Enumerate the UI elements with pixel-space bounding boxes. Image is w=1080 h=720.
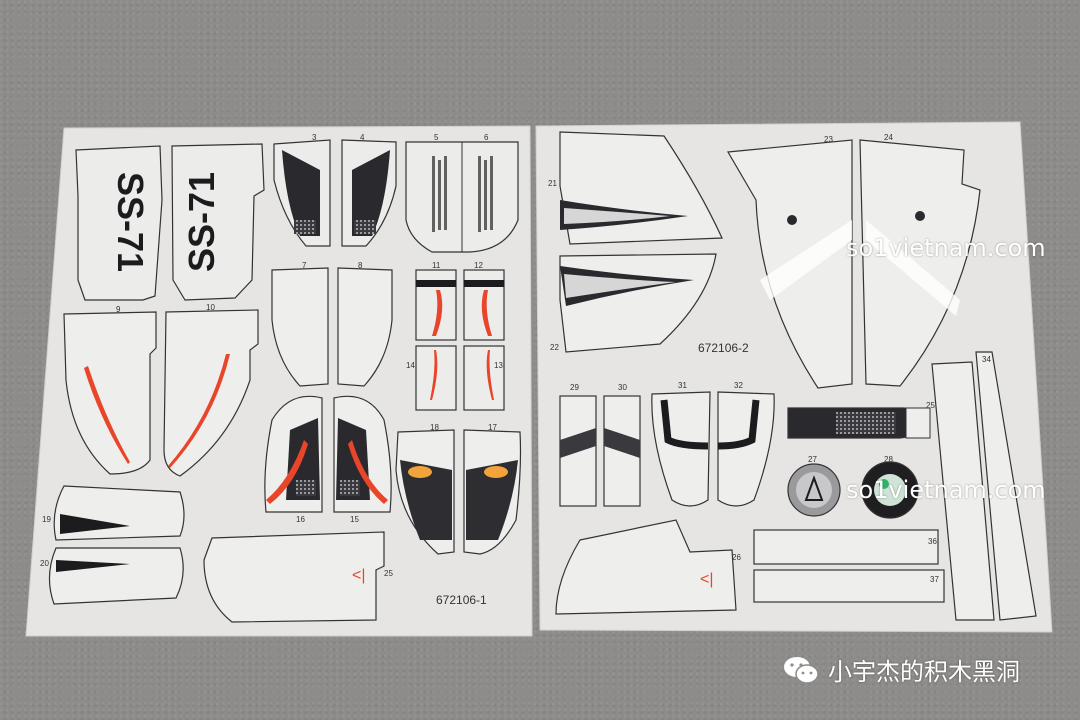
decal-27-dial: [787, 463, 841, 517]
decal-35: [975, 351, 1037, 621]
svg-text:28: 28: [884, 455, 893, 464]
decal-ss71-text-2: SS-71: [181, 172, 222, 272]
svg-text:20: 20: [40, 559, 49, 568]
svg-text:32: 32: [734, 381, 743, 390]
part-numbers-right: 21 22 23 24 25 26 27 28 29 30 31 32 34 3…: [548, 133, 991, 584]
sheet-code-left: 672106-1: [436, 593, 487, 607]
svg-text:15: 15: [350, 515, 359, 524]
decal-24: [859, 139, 981, 387]
part-numbers-left: 3 4 5 6 7 8 9 10 11 12 13 14 15 16 17 18…: [40, 133, 503, 578]
svg-text:23: 23: [824, 135, 833, 144]
svg-text:25: 25: [926, 401, 935, 410]
decal-29-30: [559, 395, 641, 507]
sheet-code-right: 672106-2: [698, 341, 749, 355]
svg-text:11: 11: [432, 261, 441, 270]
svg-text:24: 24: [884, 133, 893, 142]
watermark-top: so1vietnam.com: [846, 234, 1046, 262]
decal-32: [717, 391, 775, 507]
svg-text:16: 16: [296, 515, 305, 524]
svg-text:10: 10: [206, 303, 215, 312]
svg-text:36: 36: [928, 537, 937, 546]
brand-label: 小宇杰的积木黑洞: [828, 658, 1020, 686]
decal-ss71-right: SS-71: [171, 143, 265, 301]
wechat-icon: [784, 656, 819, 684]
decal-37: [753, 569, 945, 603]
svg-text:21: 21: [548, 179, 557, 188]
svg-text:7: 7: [302, 261, 307, 270]
svg-text:19: 19: [42, 515, 51, 524]
svg-text:9: 9: [116, 305, 121, 314]
decal-36: [753, 529, 939, 565]
decal-20: [48, 547, 184, 605]
svg-text:25: 25: [384, 569, 393, 578]
svg-text:8: 8: [358, 261, 363, 270]
decal-8: [337, 267, 393, 387]
sticker-sheet-right: 672106-2: [535, 121, 1053, 633]
svg-text:13: 13: [494, 361, 503, 370]
sticker-sheet-left: SS-71 SS-71: [25, 125, 533, 637]
svg-text:17: 17: [488, 423, 497, 432]
svg-text:30: 30: [618, 383, 627, 392]
svg-text:3: 3: [312, 133, 317, 142]
svg-text:34: 34: [982, 355, 991, 364]
decal-28-dial: [861, 461, 919, 519]
svg-text:31: 31: [678, 381, 687, 390]
svg-text:5: 5: [434, 133, 439, 142]
decal-11-14: [415, 269, 505, 411]
svg-text:22: 22: [550, 343, 559, 352]
svg-text:14: 14: [406, 361, 415, 370]
svg-text:27: 27: [808, 455, 817, 464]
arrow-mark-left: <|: [352, 567, 366, 584]
decal-7: [271, 267, 329, 387]
svg-text:18: 18: [430, 423, 439, 432]
decal-26: [555, 519, 737, 615]
decal-ss71-text-1: SS-71: [110, 172, 151, 272]
svg-text:12: 12: [474, 261, 483, 270]
decal-10: [163, 309, 259, 477]
svg-text:6: 6: [484, 133, 489, 142]
decal-25-left: [203, 531, 385, 623]
arrow-mark-right: <|: [700, 571, 714, 588]
svg-text:29: 29: [570, 383, 579, 392]
decal-34: [931, 361, 995, 621]
svg-text:26: 26: [732, 553, 741, 562]
decal-9: [63, 311, 157, 475]
svg-text:37: 37: [930, 575, 939, 584]
svg-text:4: 4: [360, 133, 365, 142]
decal-ss71-left: SS-71: [75, 145, 163, 301]
watermark-bottom: so1vietnam.com: [846, 476, 1046, 504]
brand-overlay: 小宇杰的积木黑洞: [782, 652, 1020, 687]
